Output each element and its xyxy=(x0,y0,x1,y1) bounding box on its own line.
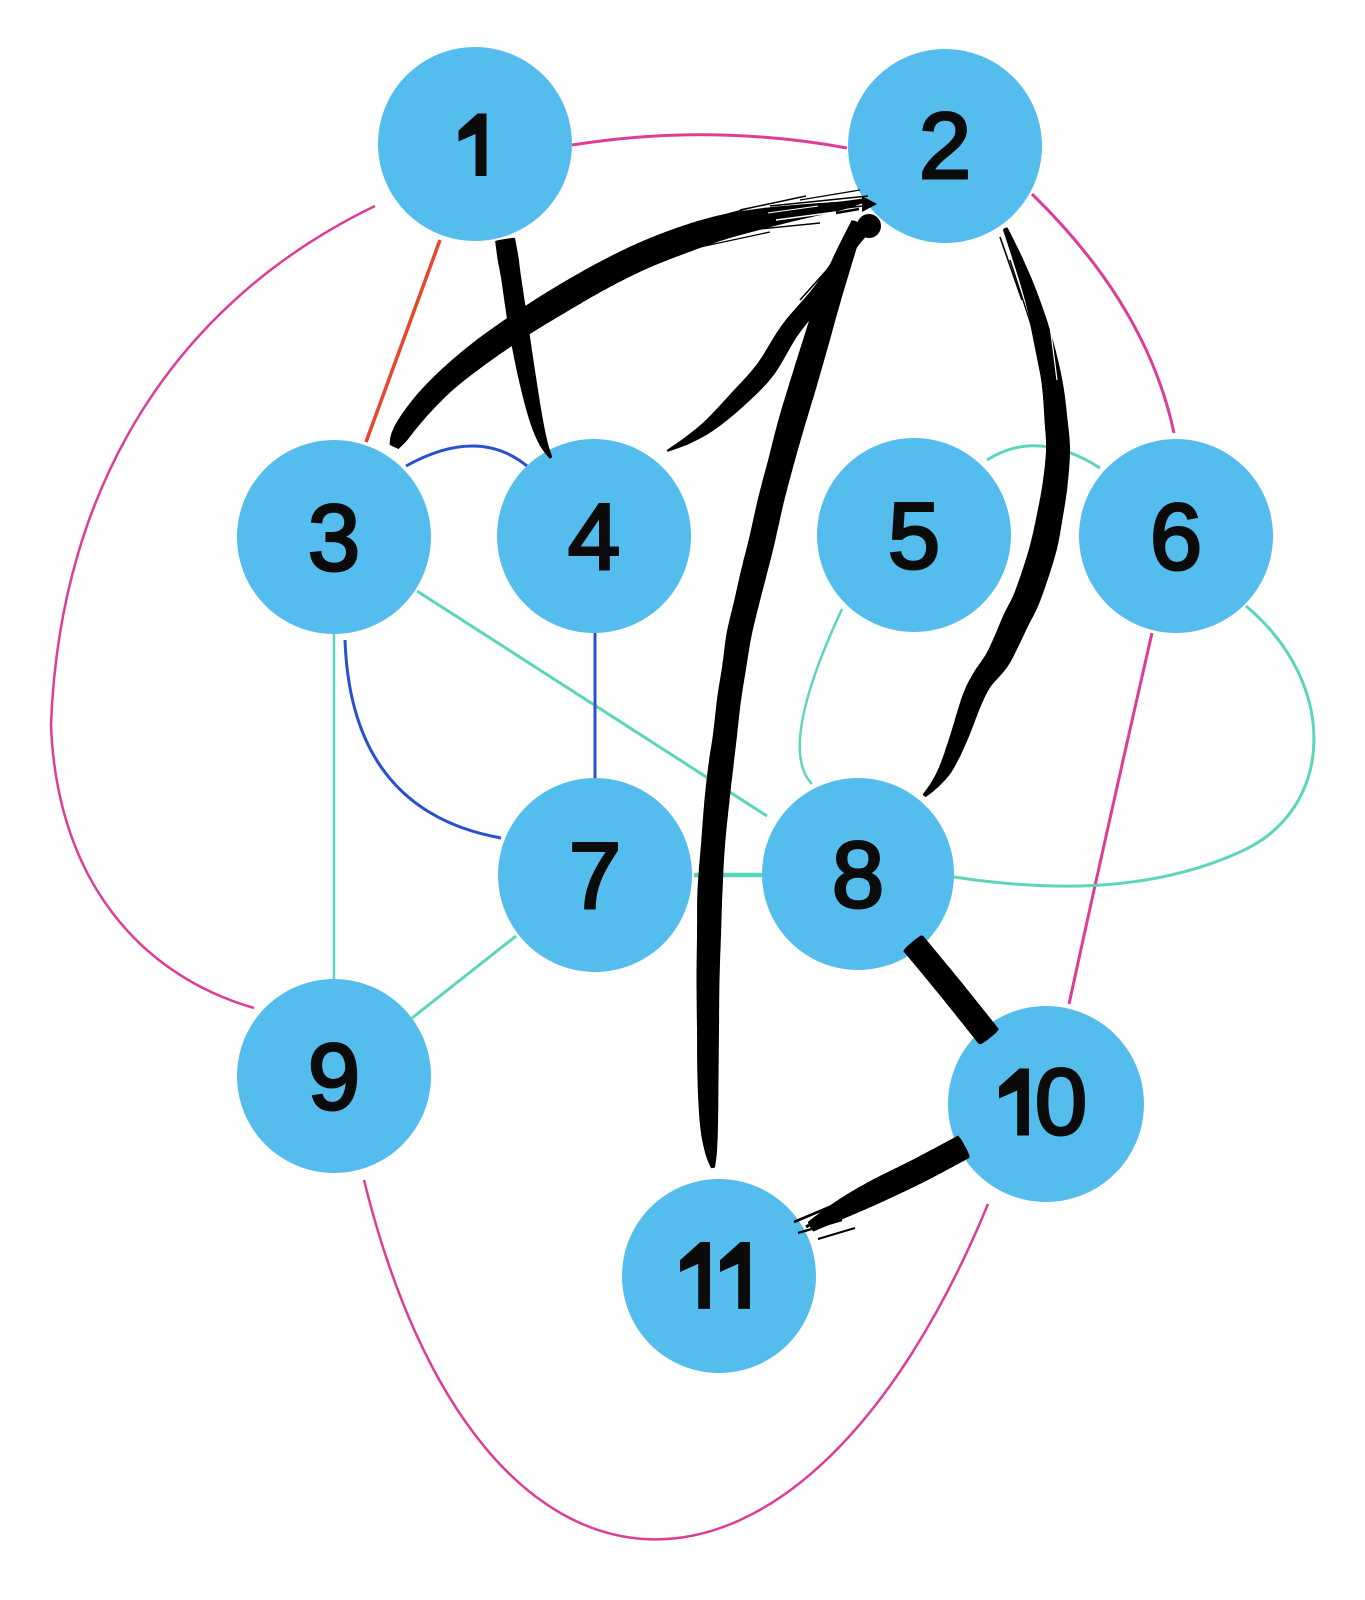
svg-text:8: 8 xyxy=(832,822,884,927)
svg-text:7: 7 xyxy=(569,823,621,928)
svg-text:9: 9 xyxy=(308,1024,360,1129)
svg-text:6: 6 xyxy=(1150,484,1202,589)
svg-text:2: 2 xyxy=(919,93,971,198)
svg-text:0: 0 xyxy=(1035,1049,1087,1154)
svg-text:3: 3 xyxy=(308,485,360,590)
svg-text:4: 4 xyxy=(568,484,620,589)
svg-text:5: 5 xyxy=(888,483,940,588)
